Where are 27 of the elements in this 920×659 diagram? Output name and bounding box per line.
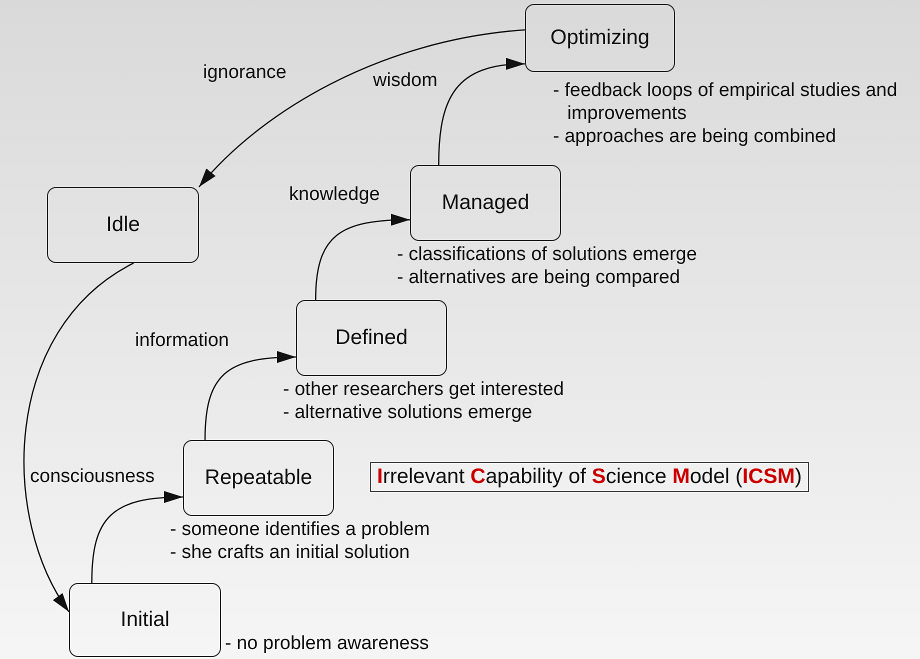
note-text: - classifications of solutions emerge: [397, 243, 698, 266]
state-box: Repeatable: [183, 440, 334, 516]
model-title: Irrelevant Capability of Science Model (ICSM): [370, 462, 809, 492]
note-text: - other researchers get interested: [283, 378, 565, 401]
note-text: - someone identifies a problem: [170, 518, 431, 541]
state-box: Optimizing: [525, 4, 675, 72]
edge-label: wisdom: [373, 70, 438, 92]
curved-arrow: [23, 262, 134, 612]
note-text: - feedback loops of empirical studies and improvements: [553, 79, 898, 125]
edge-label: knowledge: [289, 184, 380, 206]
note-text: - approaches are being combined: [553, 125, 838, 148]
state-box: Idle: [47, 187, 199, 263]
note-text: - alternative solutions emerge: [283, 401, 534, 424]
curved-arrow: [198, 29, 526, 188]
state-box: Managed: [410, 165, 561, 241]
edge-label: information: [135, 330, 229, 352]
edge-label: ignorance: [203, 62, 286, 84]
curved-arrow: [91, 492, 184, 584]
edge-label: consciousness: [30, 466, 155, 488]
curved-arrow: [438, 58, 526, 166]
curved-arrow: [314, 214, 410, 300]
note-text: - she crafts an initial solution: [170, 541, 411, 564]
curved-arrow: [204, 351, 296, 440]
state-box: Defined: [296, 300, 447, 376]
state-box: Initial: [69, 583, 221, 657]
note-text: - no problem awareness: [225, 632, 430, 655]
note-text: - alternatives are being compared: [397, 266, 682, 289]
